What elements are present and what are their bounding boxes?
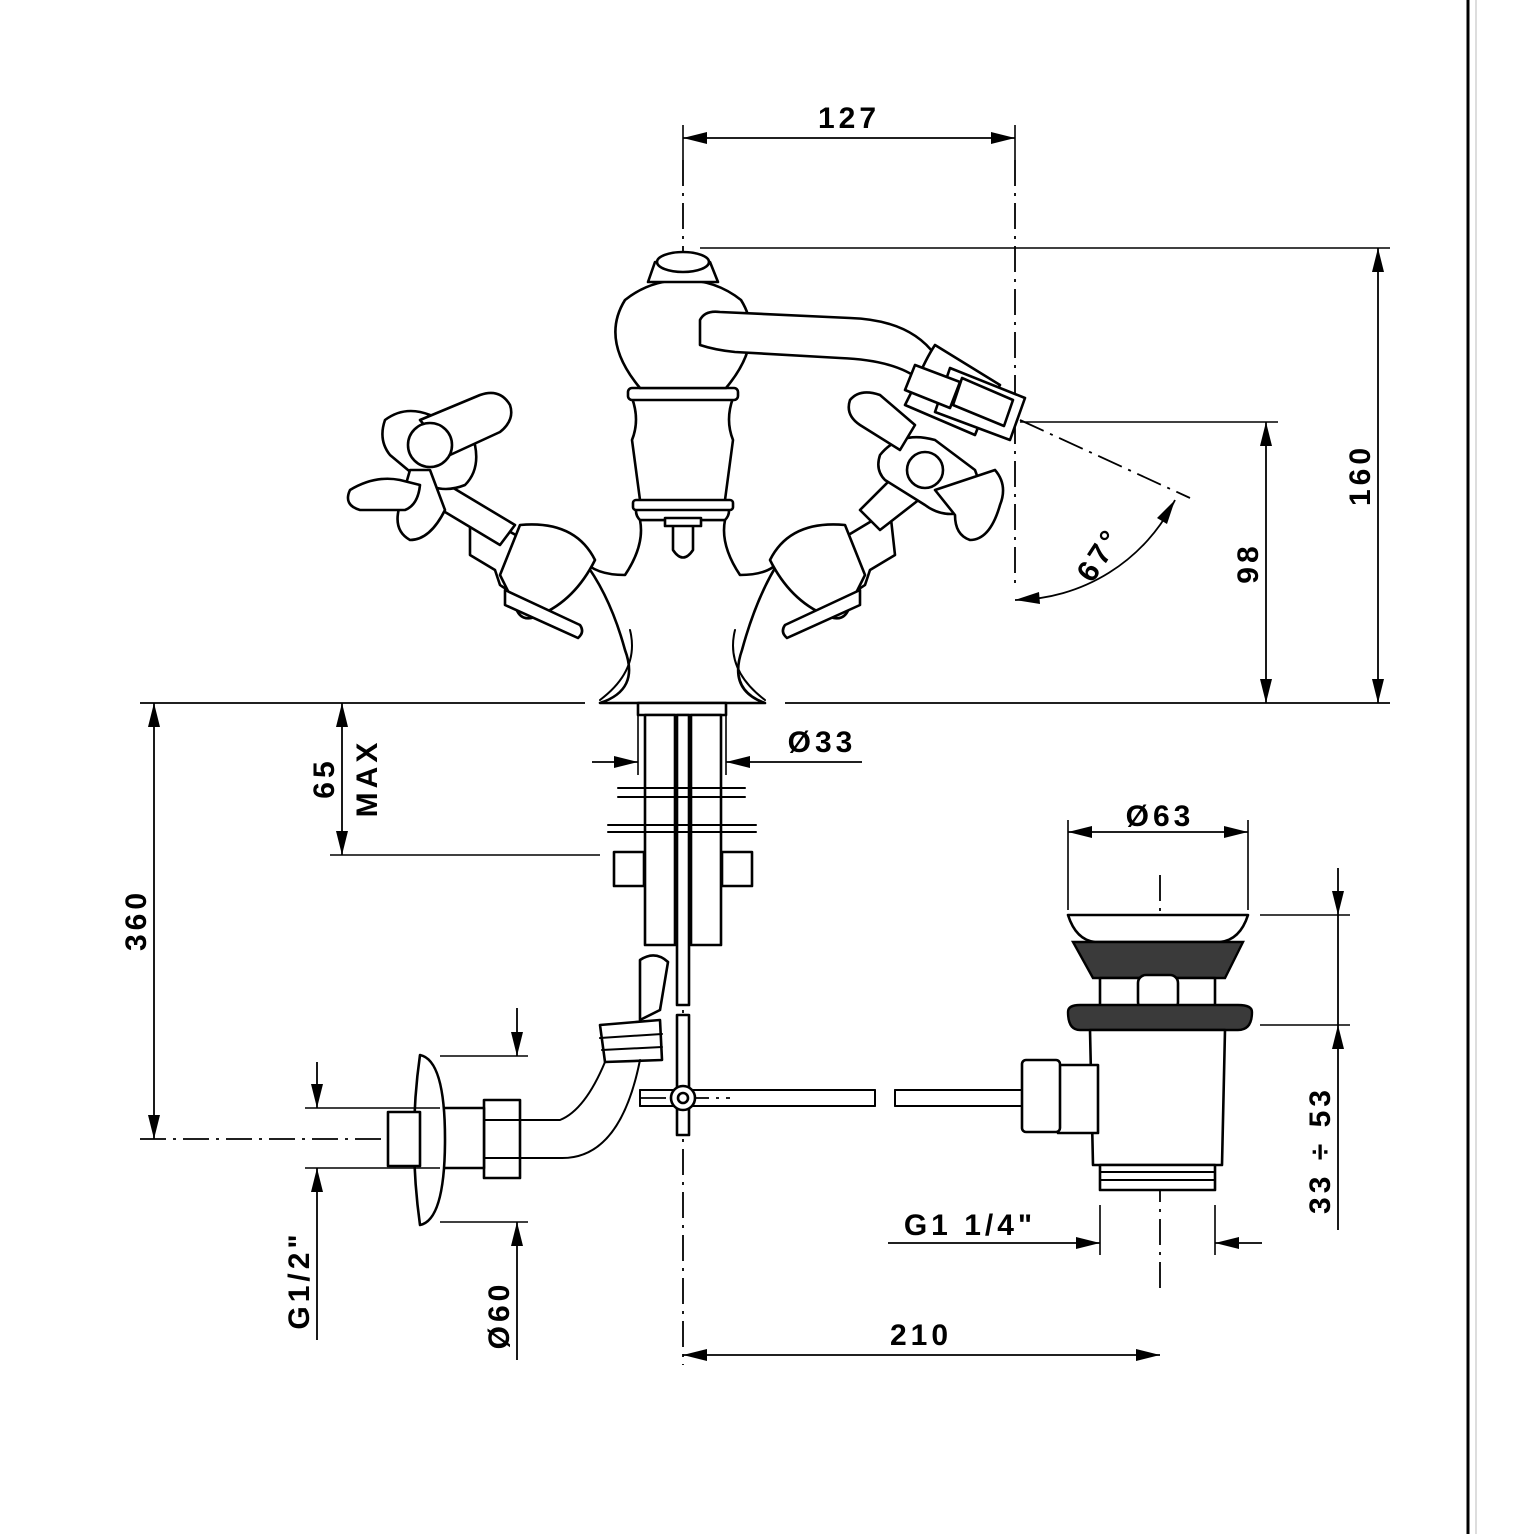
right-cross-handle <box>768 391 1005 640</box>
deck-thickness-qualifier-label: MAX <box>351 739 384 818</box>
dimension-waste-range: 33 ÷ 53 <box>1260 868 1350 1230</box>
dimension-waste-diameter: Ø63 <box>1067 800 1249 910</box>
dimension-total-height: 160 <box>700 247 1390 703</box>
spout <box>698 310 1027 442</box>
dimension-hole-diameter: Ø33 <box>592 715 862 775</box>
supply-connection <box>386 954 670 1227</box>
dimension-deck-thickness: 65 MAX <box>308 703 600 856</box>
dimension-spout-angle: 67° <box>1014 419 1191 604</box>
dimension-under-deck-length: 360 <box>120 703 160 1139</box>
dimension-supply-thread: G1/2" <box>283 1062 440 1340</box>
mixer-body <box>581 250 782 705</box>
waste-range-label: 33 ÷ 53 <box>1304 1086 1337 1214</box>
rosette-diameter-label: Ø60 <box>483 1281 516 1350</box>
waste-thread-label: G1 1/4" <box>904 1209 1036 1242</box>
deck-thickness-value-label: 65 <box>308 757 341 798</box>
spout-height-label: 98 <box>1232 542 1265 583</box>
under-deck-assembly <box>607 701 876 1137</box>
waste-diameter-label: Ø63 <box>1126 800 1195 833</box>
waste-offset-label: 210 <box>890 1319 952 1352</box>
dimension-waste-thread: G1 1/4" <box>888 1205 1262 1255</box>
spout-reach-label: 127 <box>818 102 880 135</box>
total-height-label: 160 <box>1344 444 1377 506</box>
left-cross-handle <box>346 391 597 640</box>
supply-thread-label: G1/2" <box>283 1230 316 1329</box>
spout-angle-label: 67° <box>1071 522 1130 588</box>
hole-diameter-label: Ø33 <box>788 726 857 759</box>
dimension-spout-reach: 127 <box>682 102 1016 160</box>
under-deck-length-label: 360 <box>120 889 153 951</box>
dimension-spout-height: 98 <box>1020 421 1278 703</box>
dimension-rosette-diameter: Ø60 <box>440 1008 528 1360</box>
dimension-waste-offset: 210 <box>683 1319 1160 1361</box>
waste-assembly <box>894 913 1254 1192</box>
